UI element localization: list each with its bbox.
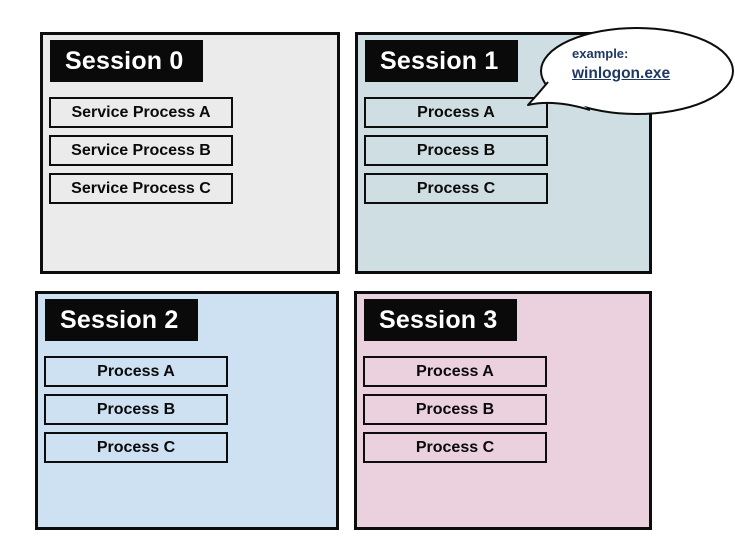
session-0-process-a-box: Service Process A <box>49 97 233 128</box>
session-3-process-a-box: Process A <box>363 356 547 387</box>
session-2-process-a-box: Process A <box>44 356 228 387</box>
speech-bubble-ellipse <box>540 27 734 115</box>
session-2-process-b-box: Process B <box>44 394 228 425</box>
session-3-title: Session 3 <box>364 299 517 341</box>
session-3-panel: Session 3 Process A Process B Process C <box>354 291 652 530</box>
session-0-process-c-box: Service Process C <box>49 173 233 204</box>
session-1-process-a-box: Process A <box>364 97 548 128</box>
callout-winlogon-label: winlogon.exe <box>572 64 671 82</box>
session-3-process-c-box: Process C <box>363 432 547 463</box>
callout-text: example: winlogon.exe <box>572 46 671 83</box>
session-0-process-b-box: Service Process B <box>49 135 233 166</box>
session-1-process-list: Process A Process B Process C <box>364 97 548 204</box>
session-2-panel: Session 2 Process A Process B Process C <box>35 291 339 530</box>
session-2-title: Session 2 <box>45 299 198 341</box>
session-3-process-list: Process A Process B Process C <box>363 356 547 463</box>
session-1-title: Session 1 <box>365 40 518 82</box>
session-1-process-c-box: Process C <box>364 173 548 204</box>
session-2-process-list: Process A Process B Process C <box>44 356 228 463</box>
session-3-process-b-box: Process B <box>363 394 547 425</box>
speech-bubble-tail <box>527 81 591 111</box>
session-0-title: Session 0 <box>50 40 203 82</box>
session-0-panel: Session 0 Service Process A Service Proc… <box>40 32 340 274</box>
session-2-process-c-box: Process C <box>44 432 228 463</box>
session-0-process-list: Service Process A Service Process B Serv… <box>49 97 233 204</box>
callout-example-label: example: <box>572 46 629 61</box>
speech-bubble <box>527 27 734 115</box>
session-1-process-b-box: Process B <box>364 135 548 166</box>
